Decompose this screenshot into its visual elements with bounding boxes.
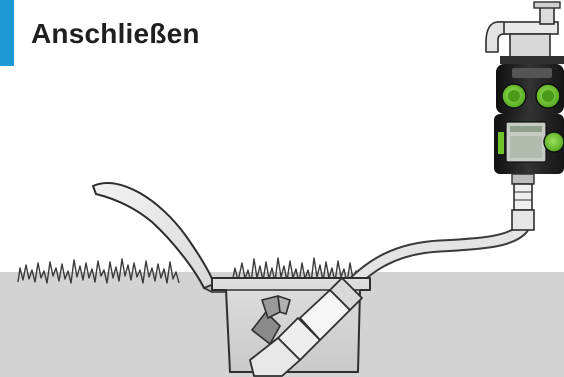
tap-icon (486, 2, 560, 58)
irrigation-controller (494, 56, 564, 230)
